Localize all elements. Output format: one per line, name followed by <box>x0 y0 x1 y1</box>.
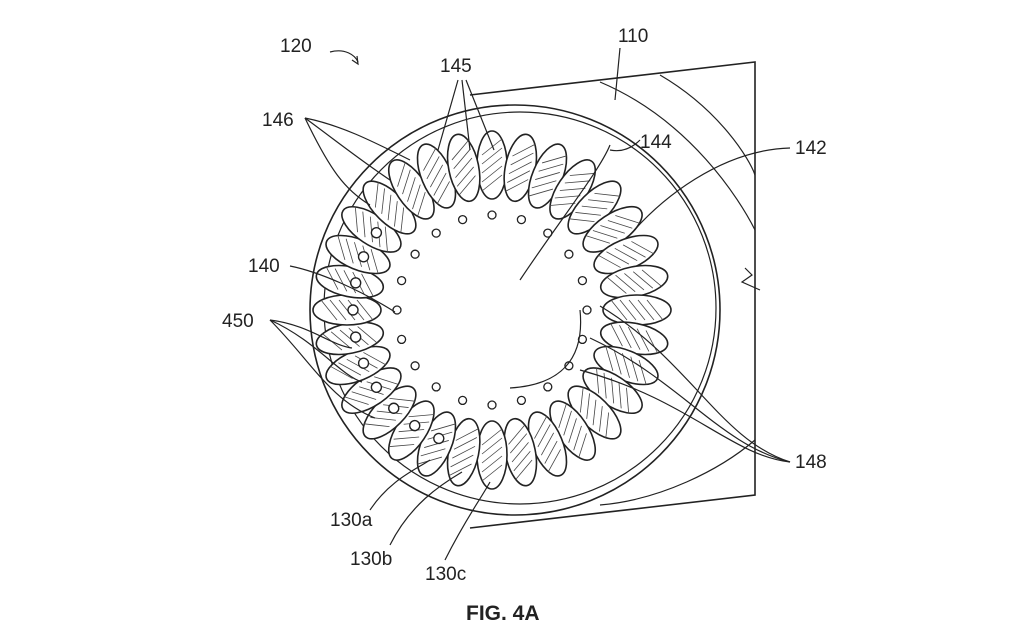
inner-hole <box>392 305 402 315</box>
inner-hole <box>410 249 420 259</box>
cup-ring <box>312 130 672 490</box>
inner-hole <box>582 305 592 315</box>
label-130c: 130c <box>425 564 466 585</box>
cup-dot <box>349 277 362 289</box>
cup <box>416 411 457 477</box>
inner-hole <box>396 334 407 345</box>
figure-caption: FIG. 4A <box>466 602 540 625</box>
leader-lines <box>269 47 791 561</box>
inner-hole <box>516 395 527 406</box>
label-146: 146 <box>262 110 294 131</box>
cup <box>503 133 538 203</box>
label-142: 142 <box>795 138 827 159</box>
cup-dot <box>388 402 400 414</box>
cup <box>446 133 481 203</box>
inner-hole <box>564 249 574 259</box>
inner-hole <box>487 400 497 410</box>
label-140: 140 <box>248 256 280 277</box>
label-450: 450 <box>222 311 254 332</box>
cup <box>341 205 402 253</box>
inner-hole <box>577 275 588 286</box>
cup <box>593 234 659 275</box>
inner-hole <box>431 228 441 238</box>
inner-hole-ring <box>392 210 592 410</box>
inner-hole <box>431 382 441 392</box>
cup-dot <box>349 331 362 343</box>
label-110: 110 <box>618 26 648 47</box>
inner-hole <box>457 395 468 406</box>
label-144: 144 <box>640 132 672 153</box>
cup-dot <box>357 357 370 369</box>
cup-dot <box>370 227 383 239</box>
inner-hole <box>516 214 527 225</box>
cup <box>567 180 622 235</box>
inner-hole <box>457 214 468 225</box>
label-130b: 130b <box>350 549 392 570</box>
inner-hole <box>487 210 497 220</box>
cup <box>527 143 568 209</box>
cup <box>387 400 435 461</box>
cup <box>416 143 457 209</box>
reference-labels: 120 110 145 146 144 142 140 450 148 130a… <box>222 26 827 625</box>
cup <box>362 180 417 235</box>
cup <box>312 294 382 326</box>
housing-block <box>469 61 761 529</box>
cup-dot <box>347 304 359 316</box>
cup-dot <box>357 251 370 263</box>
cup <box>476 420 508 490</box>
cup-dot <box>370 381 383 393</box>
inner-hole <box>543 382 553 392</box>
cup <box>527 411 568 477</box>
inner-hole <box>396 275 407 286</box>
inner-arc <box>509 309 582 389</box>
cup <box>476 130 508 200</box>
cup <box>325 345 391 386</box>
inner-hole <box>410 361 420 371</box>
label-130a: 130a <box>330 510 373 531</box>
cup <box>446 417 481 487</box>
label-120: 120 <box>280 36 312 57</box>
cup-dot <box>433 432 445 445</box>
label-148: 148 <box>795 452 827 473</box>
label-145: 145 <box>440 56 472 77</box>
cup <box>602 294 672 326</box>
cup-dot <box>409 419 421 432</box>
